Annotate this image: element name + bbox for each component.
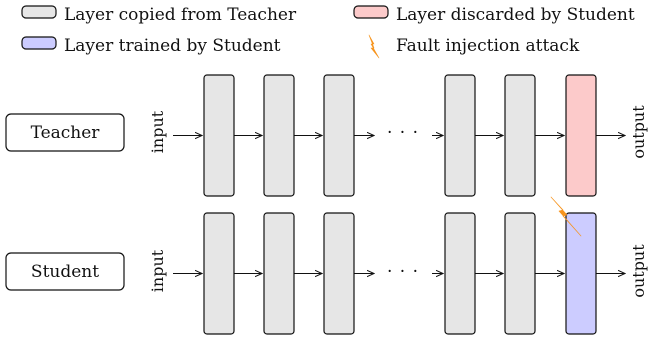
legend-swatch-copied [21,5,57,19]
legend-label-discarded: Layer discarded by Student [396,5,635,25]
legend: Layer copied from Teacher Layer discarde… [21,5,635,59]
teacher-input-label: input [148,110,167,153]
teacher-layer-6 [565,74,597,197]
teacher-layer-5 [504,74,536,197]
student-layer-1 [203,212,235,335]
legend-label-trained: Layer trained by Student [64,36,281,56]
student-layer-3 [323,212,355,335]
fault-injection-bolt-icon [550,196,582,237]
legend-item-discarded: Layer discarded by Student [353,5,635,25]
teacher-layer-1 [203,74,235,197]
teacher-ellipsis: · · · [387,123,419,143]
student-input-label: input [148,249,167,292]
legend-swatch-trained [21,36,57,50]
teacher-output-label: output [629,105,648,159]
teacher-layer-3 [323,74,355,197]
student-layer-5 [504,212,536,335]
legend-swatch-discarded [353,5,389,19]
student-layer-6 [565,212,597,335]
teacher-row: Teacher input output · · · [5,74,648,197]
teacher-layer-4 [444,74,476,197]
teacher-layer-2 [263,74,295,197]
legend-item-copied: Layer copied from Teacher [21,5,297,25]
student-layer-2 [263,212,295,335]
legend-label-fault: Fault injection attack [396,36,580,56]
student-label: Student [31,262,99,282]
student-layers [203,212,597,335]
teacher-label-box [5,113,125,152]
lightning-bolt-icon [368,34,380,59]
student-row: Student input output · · · [5,212,648,335]
student-label-box [5,252,125,291]
legend-label-copied: Layer copied from Teacher [64,5,297,25]
student-layer-4 [444,212,476,335]
student-output-label: output [629,244,648,298]
student-ellipsis: · · · [387,262,419,282]
legend-item-fault: Fault injection attack [368,34,580,59]
legend-item-trained: Layer trained by Student [21,36,281,56]
teacher-label: Teacher [31,123,101,143]
